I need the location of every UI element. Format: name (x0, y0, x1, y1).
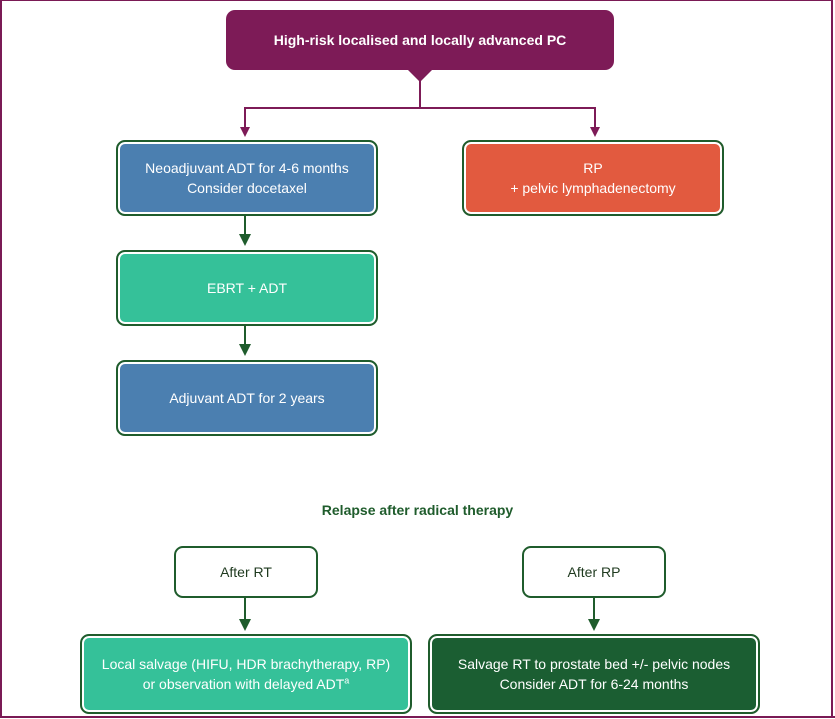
neoadjuvant-line2: Consider docetaxel (187, 180, 307, 196)
salvage-rt-line2: Consider ADT for 6-24 months (499, 676, 689, 692)
node-rp-lymphadenectomy: RP + pelvic lymphadenectomy (462, 140, 724, 216)
node-local-salvage: Local salvage (HIFU, HDR brachytherapy, … (80, 634, 412, 714)
footnote-mark: a (344, 675, 350, 686)
after-rp-label: After RP (567, 564, 621, 580)
top-split-connector (240, 80, 600, 137)
top-node-high-risk-pc: High-risk localised and locally advanced… (226, 10, 614, 70)
rp-line2: + pelvic lymphadenectomy (510, 180, 676, 196)
node-after-rt: After RT (174, 546, 318, 598)
after-rt-label: After RT (220, 564, 272, 580)
adjuvant-label: Adjuvant ADT for 2 years (169, 390, 325, 406)
top-box-pointer (408, 70, 432, 82)
top-node-label: High-risk localised and locally advanced… (273, 32, 567, 48)
node-neoadjuvant-adt: Neoadjuvant ADT for 4-6 months Consider … (116, 140, 378, 216)
local-salvage-line1: Local salvage (HIFU, HDR brachytherapy, … (101, 656, 391, 672)
node-after-rp: After RP (522, 546, 666, 598)
relapse-heading: Relapse after radical therapy (321, 502, 514, 518)
frame-bottom-border (0, 716, 835, 718)
node-salvage-rt: Salvage RT to prostate bed +/- pelvic no… (428, 634, 760, 714)
node-adjuvant-adt: Adjuvant ADT for 2 years (116, 360, 378, 436)
rp-line1: RP (583, 160, 603, 176)
local-salvage-line2: or observation with delayed ADT (142, 676, 345, 692)
node-ebrt-adt: EBRT + ADT (116, 250, 378, 326)
ebrt-label: EBRT + ADT (206, 280, 287, 296)
salvage-rt-line1: Salvage RT to prostate bed +/- pelvic no… (457, 656, 731, 672)
neoadjuvant-line1: Neoadjuvant ADT for 4-6 months (145, 160, 349, 176)
